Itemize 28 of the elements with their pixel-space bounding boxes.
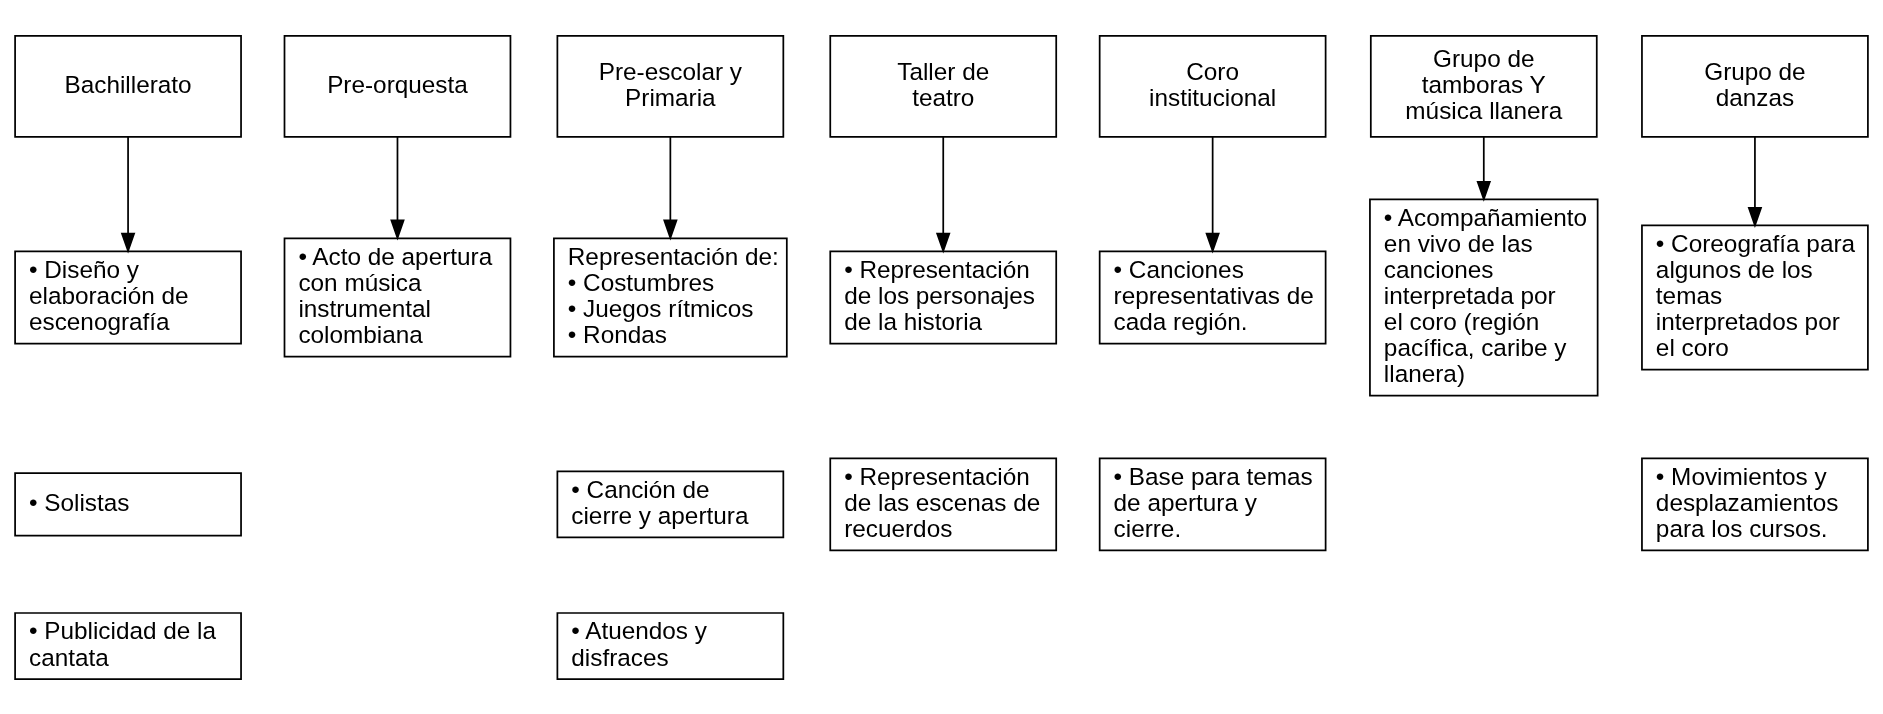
node-box: Pre-orquesta xyxy=(283,34,512,138)
node-box: • Atuendos y disfraces xyxy=(556,611,785,680)
node-box: • Representación de los personajes de la historia xyxy=(829,250,1058,344)
node-box: Bachillerato xyxy=(14,34,242,138)
arrow xyxy=(120,135,136,254)
node-box: Taller de teatro xyxy=(829,34,1058,138)
arrow xyxy=(390,135,405,240)
node-box: • Movimientos y desplazamientos para los cursos. xyxy=(1641,456,1869,551)
node-box: • Representación de las escenas de recuerdos xyxy=(829,456,1058,551)
node-box: Grupo de tamboras Y música llanera xyxy=(1369,34,1598,138)
arrow xyxy=(663,135,678,240)
node-box: • Acto de apertura con música instrumental colombiana xyxy=(283,237,512,357)
arrow xyxy=(1205,135,1220,254)
node-box: • Solistas xyxy=(14,471,242,536)
node-box: • Coreografía para algunos de los temas interpretados por el coro xyxy=(1641,224,1869,371)
node-box: • Acompañamiento en vivo de las canciones interpretada por el coro (región pacífica, caribe y llanera) xyxy=(1369,197,1599,397)
arrow xyxy=(1747,135,1763,228)
node-box: Coro institucional xyxy=(1098,34,1327,138)
node-box: • Diseño y elaboración de escenografía xyxy=(14,250,242,344)
node-box: Pre-escolar y Primaria xyxy=(556,34,785,138)
node-box: • Publicidad de la cantata xyxy=(14,611,242,680)
node-box: Grupo de danzas xyxy=(1641,34,1869,138)
arrow xyxy=(935,135,951,254)
node-box: • Canciones representativas de cada región. xyxy=(1098,250,1327,344)
node-box: • Canción de cierre y apertura xyxy=(556,470,785,538)
node-box: • Base para temas de apertura y cierre. xyxy=(1098,456,1327,551)
node-box: Representación de: • Costumbres • Juegos rítmicos • Rondas xyxy=(553,237,788,357)
arrow xyxy=(1476,135,1492,202)
